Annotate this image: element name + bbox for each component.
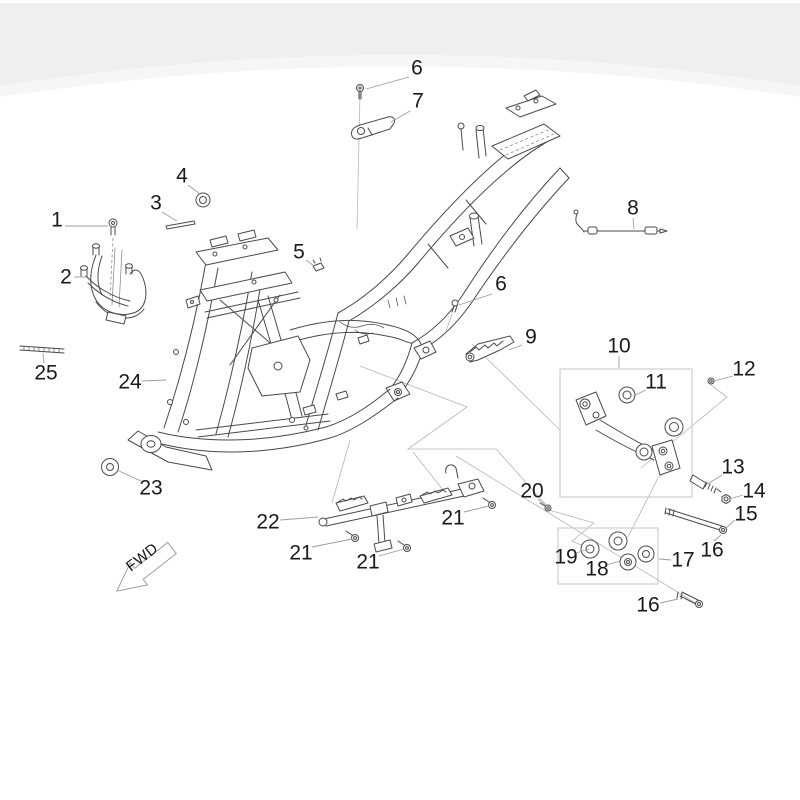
- part-12-bolt: [707, 377, 715, 385]
- part-20-bolt: [539, 502, 552, 512]
- part-4-ring: [195, 192, 211, 208]
- part-9-footpeg: [465, 335, 515, 363]
- part-6-screw-mid: [451, 299, 459, 313]
- part-18-19-bushings: [580, 531, 655, 571]
- part-22-footrest-bar: [318, 464, 485, 553]
- group-box-18-19: [557, 527, 659, 585]
- part-7-bracket: [351, 116, 396, 140]
- part-10-linkage: [575, 386, 684, 476]
- part-23-washer: [101, 458, 119, 476]
- part-6-screw-top: [356, 84, 364, 100]
- part-21-bolts: [345, 497, 496, 552]
- part-15-bolt: [664, 507, 727, 534]
- part-3-rod: [165, 220, 196, 230]
- fwd-arrow: FWD: [115, 540, 178, 592]
- assembly-lines: [331, 92, 728, 605]
- part-25-strip: [19, 345, 65, 354]
- callout-leaders: [42, 76, 744, 604]
- part-13-bolt: [689, 474, 722, 494]
- part-1-bolt: [108, 218, 118, 301]
- part-8-cable: [573, 209, 668, 235]
- header-band: [0, 3, 800, 97]
- part-14-nut: [721, 494, 731, 504]
- part-16-bolt-bottom: [676, 591, 703, 608]
- part-5-clip: [312, 257, 325, 272]
- group-box-10: [559, 368, 693, 498]
- part-2-bumper: [80, 243, 147, 325]
- main-frame-illustration: [111, 89, 570, 471]
